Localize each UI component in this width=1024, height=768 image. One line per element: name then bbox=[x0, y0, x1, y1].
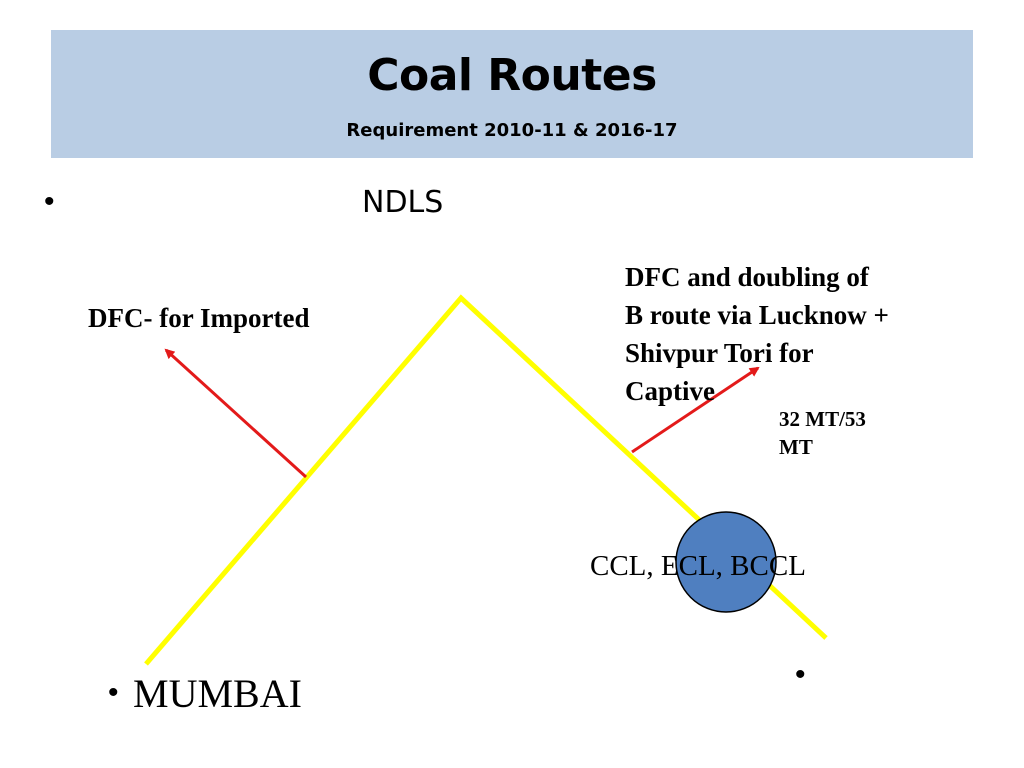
arrow-dfc-captive bbox=[631, 366, 760, 454]
arrow-dfc-imported bbox=[164, 348, 308, 479]
dfc-captive-line: Captive bbox=[625, 376, 715, 406]
dfc-captive-line: B route via Lucknow + bbox=[625, 300, 889, 330]
bullet-empty: • bbox=[795, 658, 806, 691]
capacity-label: 32 MT/53 MT bbox=[779, 405, 866, 461]
coalfield-circle bbox=[675, 511, 777, 613]
capacity-line: MT bbox=[779, 435, 813, 459]
slide-title: Coal Routes bbox=[367, 50, 657, 101]
dfc-captive-line: Shivpur Tori for bbox=[625, 338, 814, 368]
capacity-line: 32 MT/53 bbox=[779, 407, 866, 431]
dfc-captive-label: DFC and doubling of B route via Lucknow … bbox=[625, 258, 889, 410]
ndls-label: NDLS bbox=[362, 185, 444, 220]
bullet-ndls: • bbox=[44, 185, 55, 218]
slide-subtitle: Requirement 2010-11 & 2016-17 bbox=[346, 120, 678, 141]
coalfields-label: CCL, ECL, BCCL bbox=[590, 550, 806, 582]
bullet-mumbai: • bbox=[108, 676, 119, 709]
mumbai-label: MUMBAI bbox=[133, 671, 302, 716]
dfc-imported-label: DFC- for Imported bbox=[88, 303, 310, 333]
title-banner bbox=[51, 30, 973, 158]
dfc-captive-line: DFC and doubling of bbox=[625, 262, 869, 292]
